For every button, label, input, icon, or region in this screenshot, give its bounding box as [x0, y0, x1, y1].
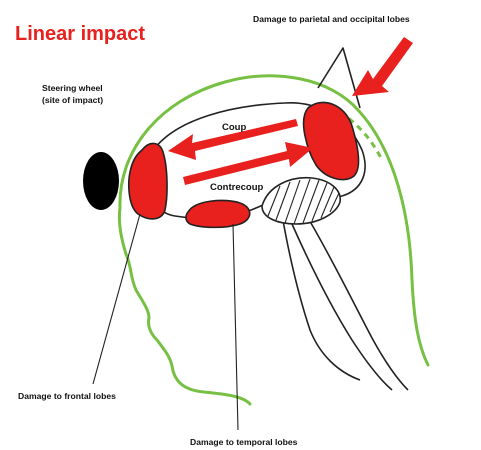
- label-frontal-lobes: Damage to frontal lobes: [18, 391, 116, 401]
- temporal-pointer-line: [233, 224, 238, 430]
- impact-arrow: [352, 37, 413, 96]
- spinal-cord-left: [292, 224, 392, 390]
- spinal-cord-right: [308, 218, 408, 390]
- frontal-pointer-line: [93, 214, 140, 384]
- skull-spike: [318, 48, 360, 108]
- diagram-title: Linear impact: [15, 23, 145, 45]
- frontal-lobe-damage: [129, 143, 167, 219]
- label-coup: Coup: [222, 122, 246, 133]
- label-contrecoup: Contrecoup: [210, 182, 264, 193]
- label-parietal-occipital: Damage to parietal and occipital lobes: [253, 14, 410, 24]
- label-steering-wheel-2: (site of impact): [42, 95, 103, 105]
- steering-wheel: [83, 152, 119, 210]
- face-profile: [119, 208, 250, 404]
- label-temporal-lobes: Damage to temporal lobes: [190, 437, 298, 447]
- label-steering-wheel-1: Steering wheel: [42, 83, 103, 93]
